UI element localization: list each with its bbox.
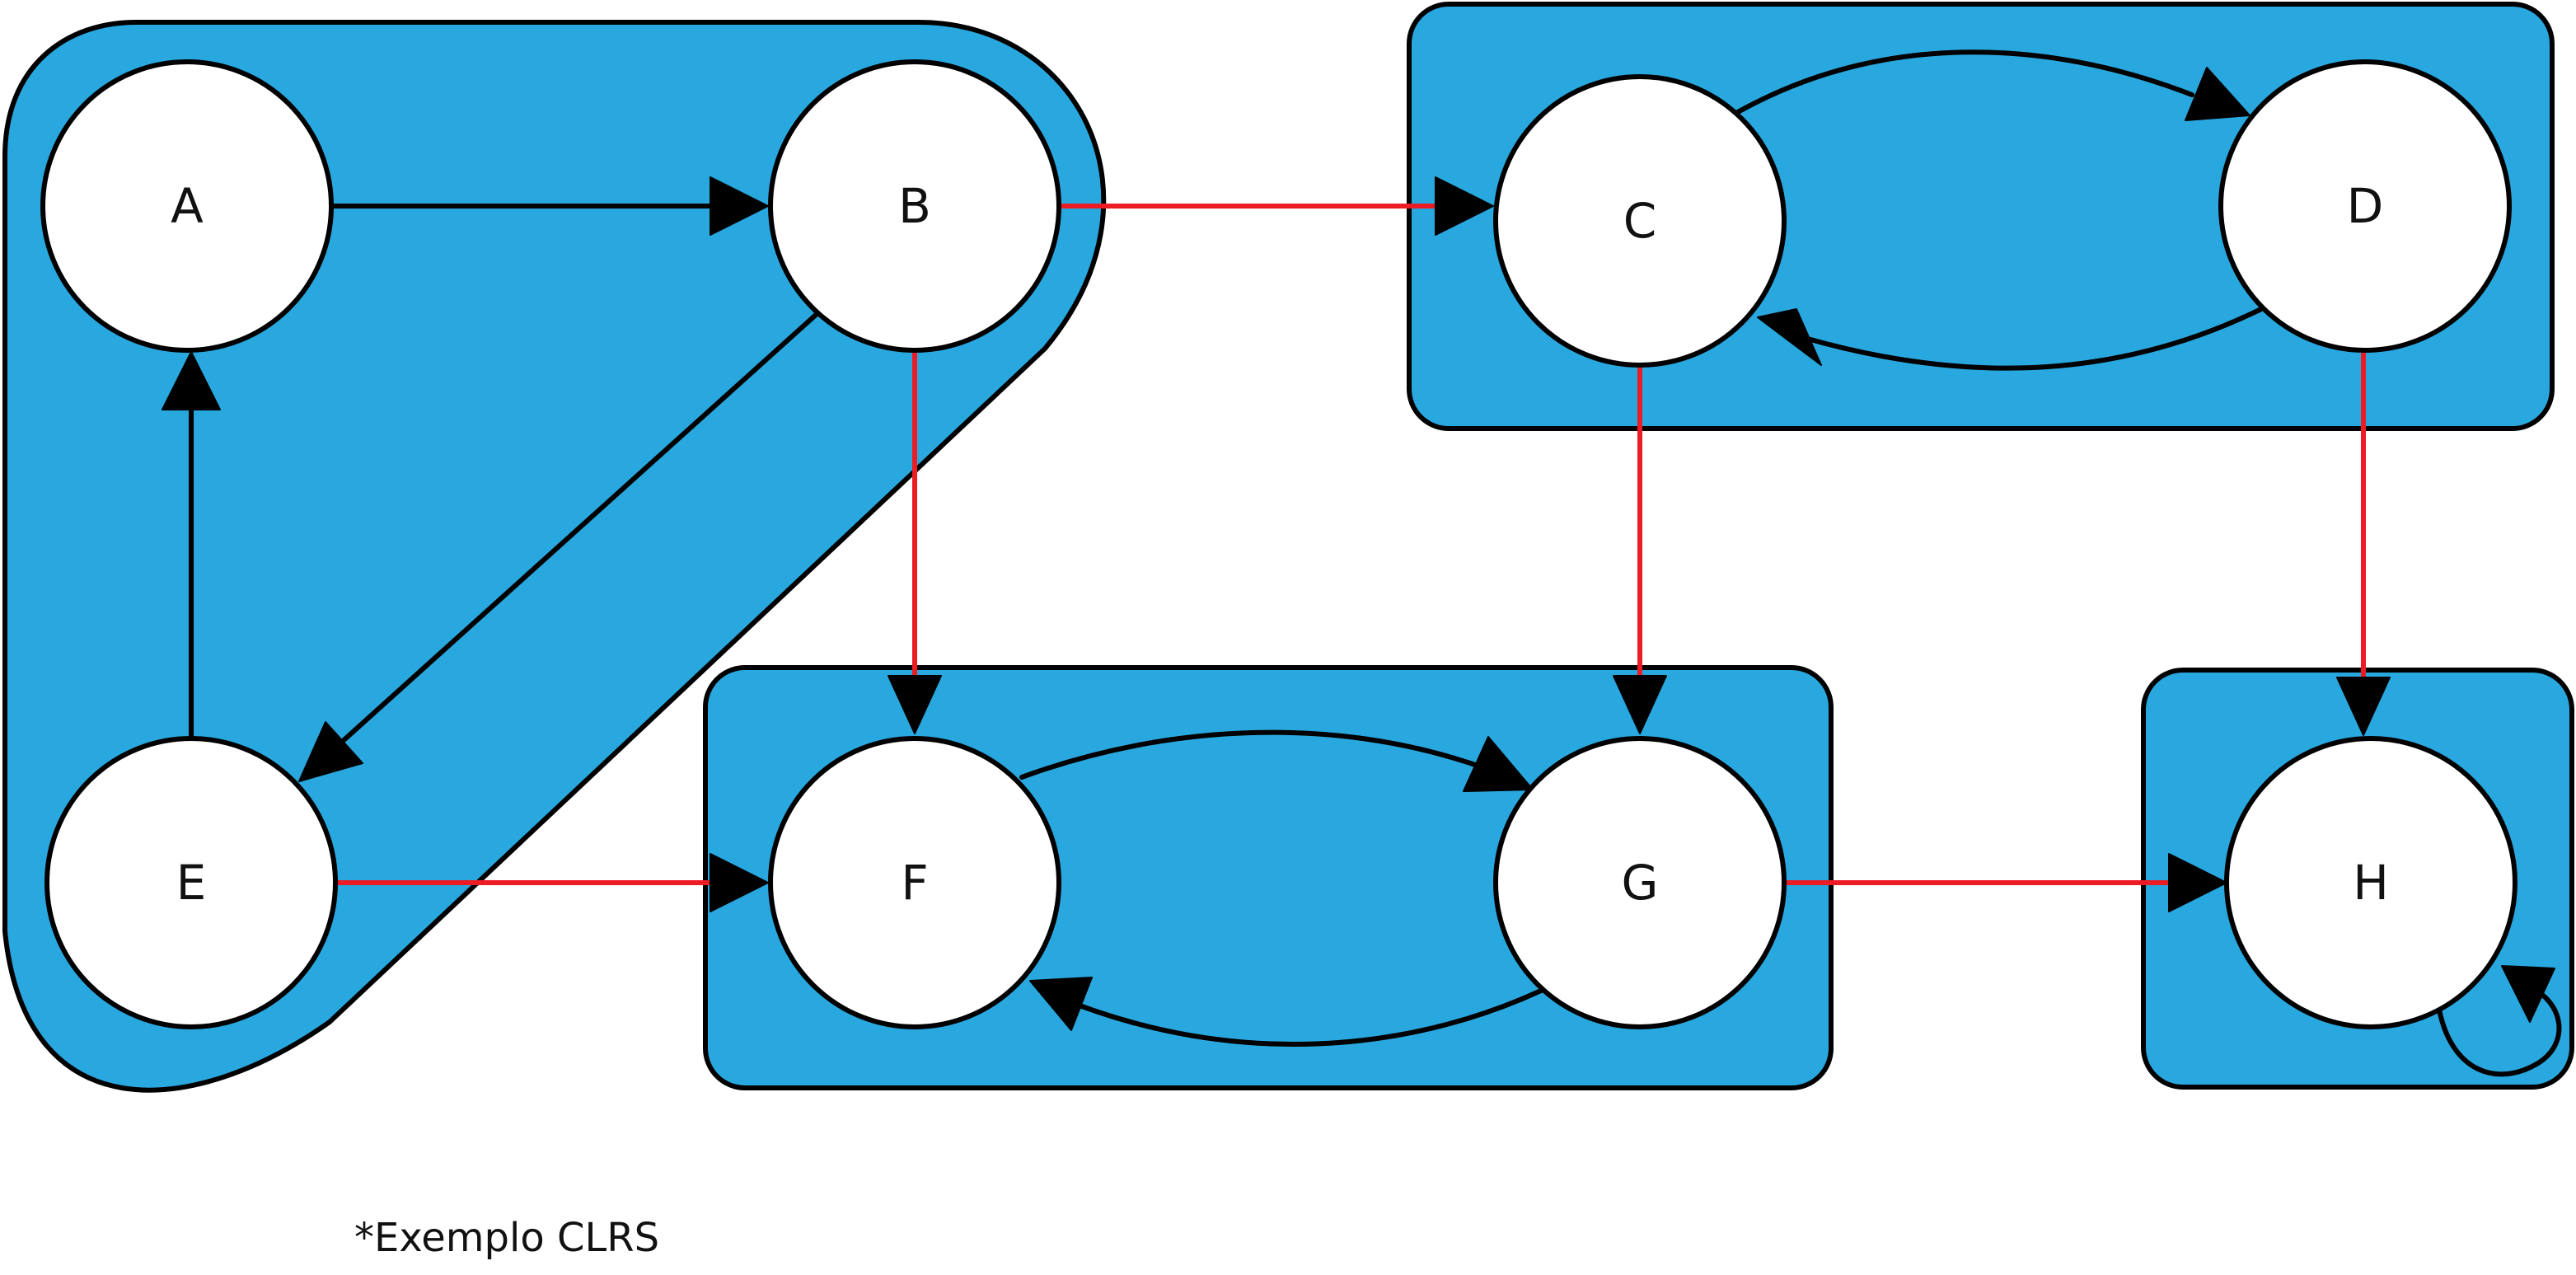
- node-d-label: D: [2347, 178, 2384, 234]
- arrowhead-f-g: [1463, 736, 1534, 792]
- arrowhead-e-a: [162, 351, 221, 410]
- node-a-label: A: [171, 178, 204, 234]
- arrowhead-h-h: [2501, 965, 2555, 1023]
- node-c-circle: [1493, 74, 1787, 368]
- node-b-circle: [768, 59, 1061, 353]
- node-e-circle: [44, 736, 338, 1029]
- footnote: *Exemplo CLRS: [354, 1215, 660, 1261]
- arrowhead-g-h: [2168, 853, 2227, 912]
- node-c-label: C: [1623, 193, 1657, 249]
- node-h-circle: [2224, 736, 2517, 1029]
- arrowhead-c-g: [1613, 675, 1667, 734]
- edge-f-g: [1019, 729, 1478, 780]
- edge-g-f: [1077, 988, 1543, 1047]
- node-c: C: [1493, 74, 1787, 368]
- arrowhead-d-h: [2336, 677, 2391, 736]
- arrowhead-c-d: [2185, 67, 2250, 121]
- edge-h-h-self-loop: [2437, 985, 2562, 1077]
- node-b: B: [768, 59, 1061, 353]
- node-g-circle: [1493, 736, 1787, 1029]
- intra-component-edges: [162, 49, 2562, 1077]
- node-g-label: G: [1622, 855, 1659, 911]
- edge-c-d: [1734, 49, 2194, 115]
- arrowhead-b-f: [888, 675, 942, 734]
- node-e: E: [44, 736, 338, 1029]
- arrowhead-b-c: [1435, 176, 1494, 236]
- node-a: A: [40, 59, 334, 353]
- node-b-label: B: [898, 178, 931, 234]
- arrowhead-g-f: [1029, 977, 1093, 1031]
- arrowhead-e-f: [710, 853, 769, 912]
- arrowhead-d-c: [1757, 308, 1822, 366]
- arrowhead-a-b: [710, 176, 769, 236]
- node-g: G: [1493, 736, 1787, 1029]
- node-a-circle: [40, 59, 334, 353]
- edge-b-e: [340, 312, 818, 744]
- node-e-label: E: [176, 855, 207, 911]
- node-d-circle: [2218, 59, 2512, 353]
- edge-d-c: [1802, 307, 2264, 371]
- arrowhead-b-e: [298, 721, 363, 782]
- node-h: H: [2224, 736, 2517, 1029]
- node-h-label: H: [2353, 855, 2389, 911]
- inter-component-edges: [335, 176, 2391, 912]
- node-f: F: [768, 736, 1061, 1029]
- node-f-label: F: [901, 855, 928, 911]
- node-f-circle: [768, 736, 1061, 1029]
- node-d: D: [2218, 59, 2512, 353]
